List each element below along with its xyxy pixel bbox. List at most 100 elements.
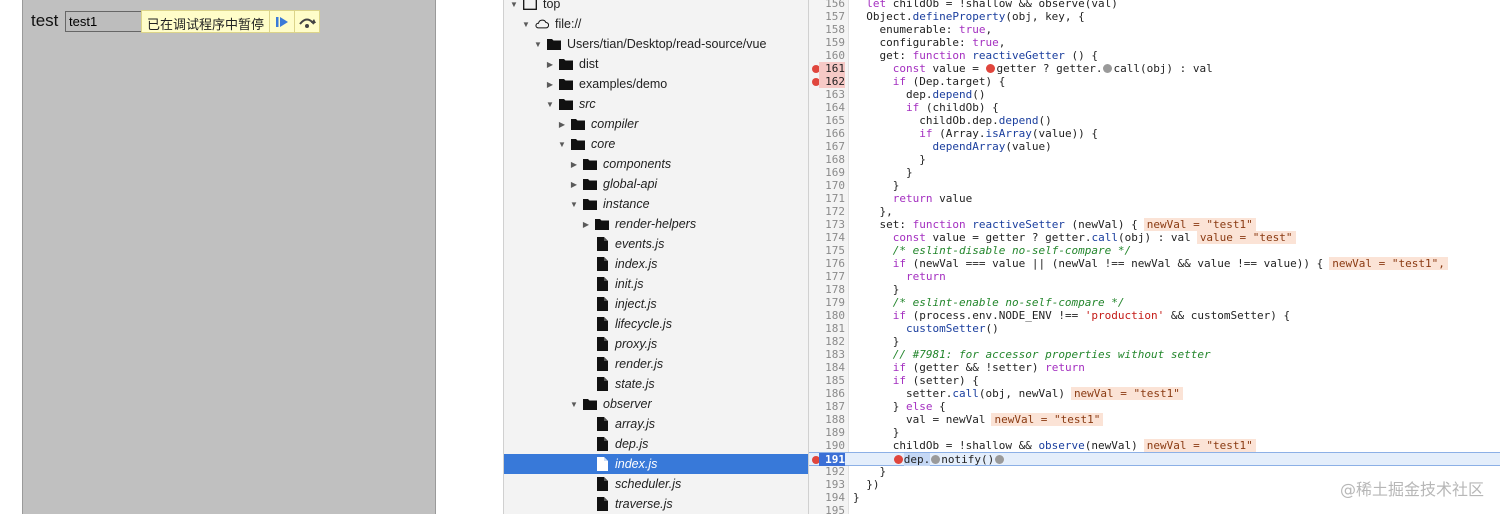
tree-row[interactable]: index.js [504,454,808,474]
code-text: if (getter && !setter) return [853,361,1085,374]
code-token: } [853,400,906,413]
collapse-arrow-icon[interactable]: ▶ [582,219,590,229]
breakpoint-icon[interactable] [812,456,820,464]
line-number[interactable]: 159 [825,36,845,49]
tree-row[interactable]: dep.js [504,434,808,454]
line-number[interactable]: 158 [825,23,845,36]
tree-row[interactable]: traverse.js [504,494,808,514]
line-number[interactable]: 171 [825,192,845,205]
line-number[interactable]: 163 [825,88,845,101]
code-line: 194} [809,491,1500,504]
line-number[interactable]: 186 [825,387,845,400]
file-icon [595,357,609,371]
tree-row[interactable]: ▶global-api [504,174,808,194]
line-number[interactable]: 156 [825,0,845,10]
expand-arrow-icon[interactable]: ▼ [570,199,578,209]
tree-row[interactable]: index.js [504,254,808,274]
tree-row-label: scheduler.js [615,477,682,491]
collapse-arrow-icon[interactable]: ▶ [558,119,566,129]
line-number[interactable]: 188 [825,413,845,426]
resume-button[interactable] [269,11,294,32]
tree-row[interactable]: array.js [504,414,808,434]
collapse-arrow-icon[interactable]: ▶ [570,159,578,169]
inline-breakpoint-active-icon[interactable] [986,64,996,73]
tree-row[interactable]: ▶dist [504,54,808,74]
line-number[interactable]: 181 [825,322,845,335]
breakpoint-icon[interactable] [812,65,820,73]
line-number[interactable]: 160 [825,49,845,62]
line-number[interactable]: 161 [819,62,845,75]
tree-row[interactable]: ▼core [504,134,808,154]
line-number[interactable]: 191 [819,453,845,466]
collapse-arrow-icon[interactable]: ▶ [546,59,554,69]
line-number[interactable]: 195 [825,504,845,514]
inline-breakpoint-inactive-icon[interactable] [931,455,941,464]
collapse-arrow-icon[interactable]: ▶ [570,179,578,189]
collapse-arrow-icon[interactable]: ▶ [546,79,554,89]
line-number[interactable]: 189 [825,426,845,439]
inline-breakpoint-inactive-icon[interactable] [995,455,1005,464]
folder-icon [559,78,573,91]
tree-row[interactable]: ▼file:// [504,14,808,34]
line-number[interactable]: 166 [825,127,845,140]
line-number[interactable]: 164 [825,101,845,114]
line-number[interactable]: 167 [825,140,845,153]
line-number[interactable]: 173 [825,218,845,231]
line-number[interactable]: 194 [825,491,845,504]
line-number[interactable]: 169 [825,166,845,179]
tree-row[interactable]: inject.js [504,294,808,314]
line-number[interactable]: 177 [825,270,845,283]
line-number[interactable]: 157 [825,10,845,23]
preview-text-input[interactable] [65,11,165,32]
line-number[interactable]: 182 [825,335,845,348]
line-number[interactable]: 176 [825,257,845,270]
tree-row[interactable]: lifecycle.js [504,314,808,334]
tree-row[interactable]: ▼top [504,0,808,14]
line-number[interactable]: 175 [825,244,845,257]
line-number[interactable]: 170 [825,179,845,192]
tree-row[interactable]: ▼instance [504,194,808,214]
expand-arrow-icon[interactable]: ▼ [558,139,566,149]
tree-row[interactable]: ▶compiler [504,114,808,134]
line-number[interactable]: 190 [825,439,845,452]
expand-arrow-icon[interactable]: ▼ [570,399,578,409]
code-line: 172 }, [809,205,1500,218]
expand-arrow-icon[interactable]: ▼ [522,19,530,29]
code-text: } [853,426,900,439]
line-number[interactable]: 184 [825,361,845,374]
line-number[interactable]: 185 [825,374,845,387]
tree-row[interactable]: ▼observer [504,394,808,414]
expand-arrow-icon[interactable]: ▼ [534,39,542,49]
inline-breakpoint-inactive-icon[interactable] [1103,64,1113,73]
inline-breakpoint-active-icon[interactable] [893,455,903,464]
step-over-button[interactable] [294,11,319,32]
tree-row[interactable]: proxy.js [504,334,808,354]
line-number[interactable]: 178 [825,283,845,296]
line-number[interactable]: 168 [825,153,845,166]
tree-row[interactable]: events.js [504,234,808,254]
tree-row[interactable]: ▼src [504,94,808,114]
line-number[interactable]: 174 [825,231,845,244]
tree-row[interactable]: render.js [504,354,808,374]
line-number[interactable]: 192 [825,465,845,478]
breakpoint-icon[interactable] [812,78,820,86]
tree-row[interactable]: ▼Users/tian/Desktop/read-source/vue [504,34,808,54]
tree-row[interactable]: ▶render-helpers [504,214,808,234]
tree-row[interactable]: ▶examples/demo [504,74,808,94]
tree-row[interactable]: ▶components [504,154,808,174]
tree-row[interactable]: state.js [504,374,808,394]
tree-row[interactable]: scheduler.js [504,474,808,494]
line-number[interactable]: 165 [825,114,845,127]
line-number[interactable]: 183 [825,348,845,361]
line-number[interactable]: 193 [825,478,845,491]
line-number[interactable]: 180 [825,309,845,322]
tree-row[interactable]: init.js [504,274,808,294]
line-number[interactable]: 172 [825,205,845,218]
expand-arrow-icon[interactable]: ▼ [546,99,554,109]
expand-arrow-icon[interactable]: ▼ [510,0,518,9]
tree-row-label: proxy.js [615,337,658,351]
line-number[interactable]: 187 [825,400,845,413]
line-number[interactable]: 162 [819,75,845,88]
line-number[interactable]: 179 [825,296,845,309]
